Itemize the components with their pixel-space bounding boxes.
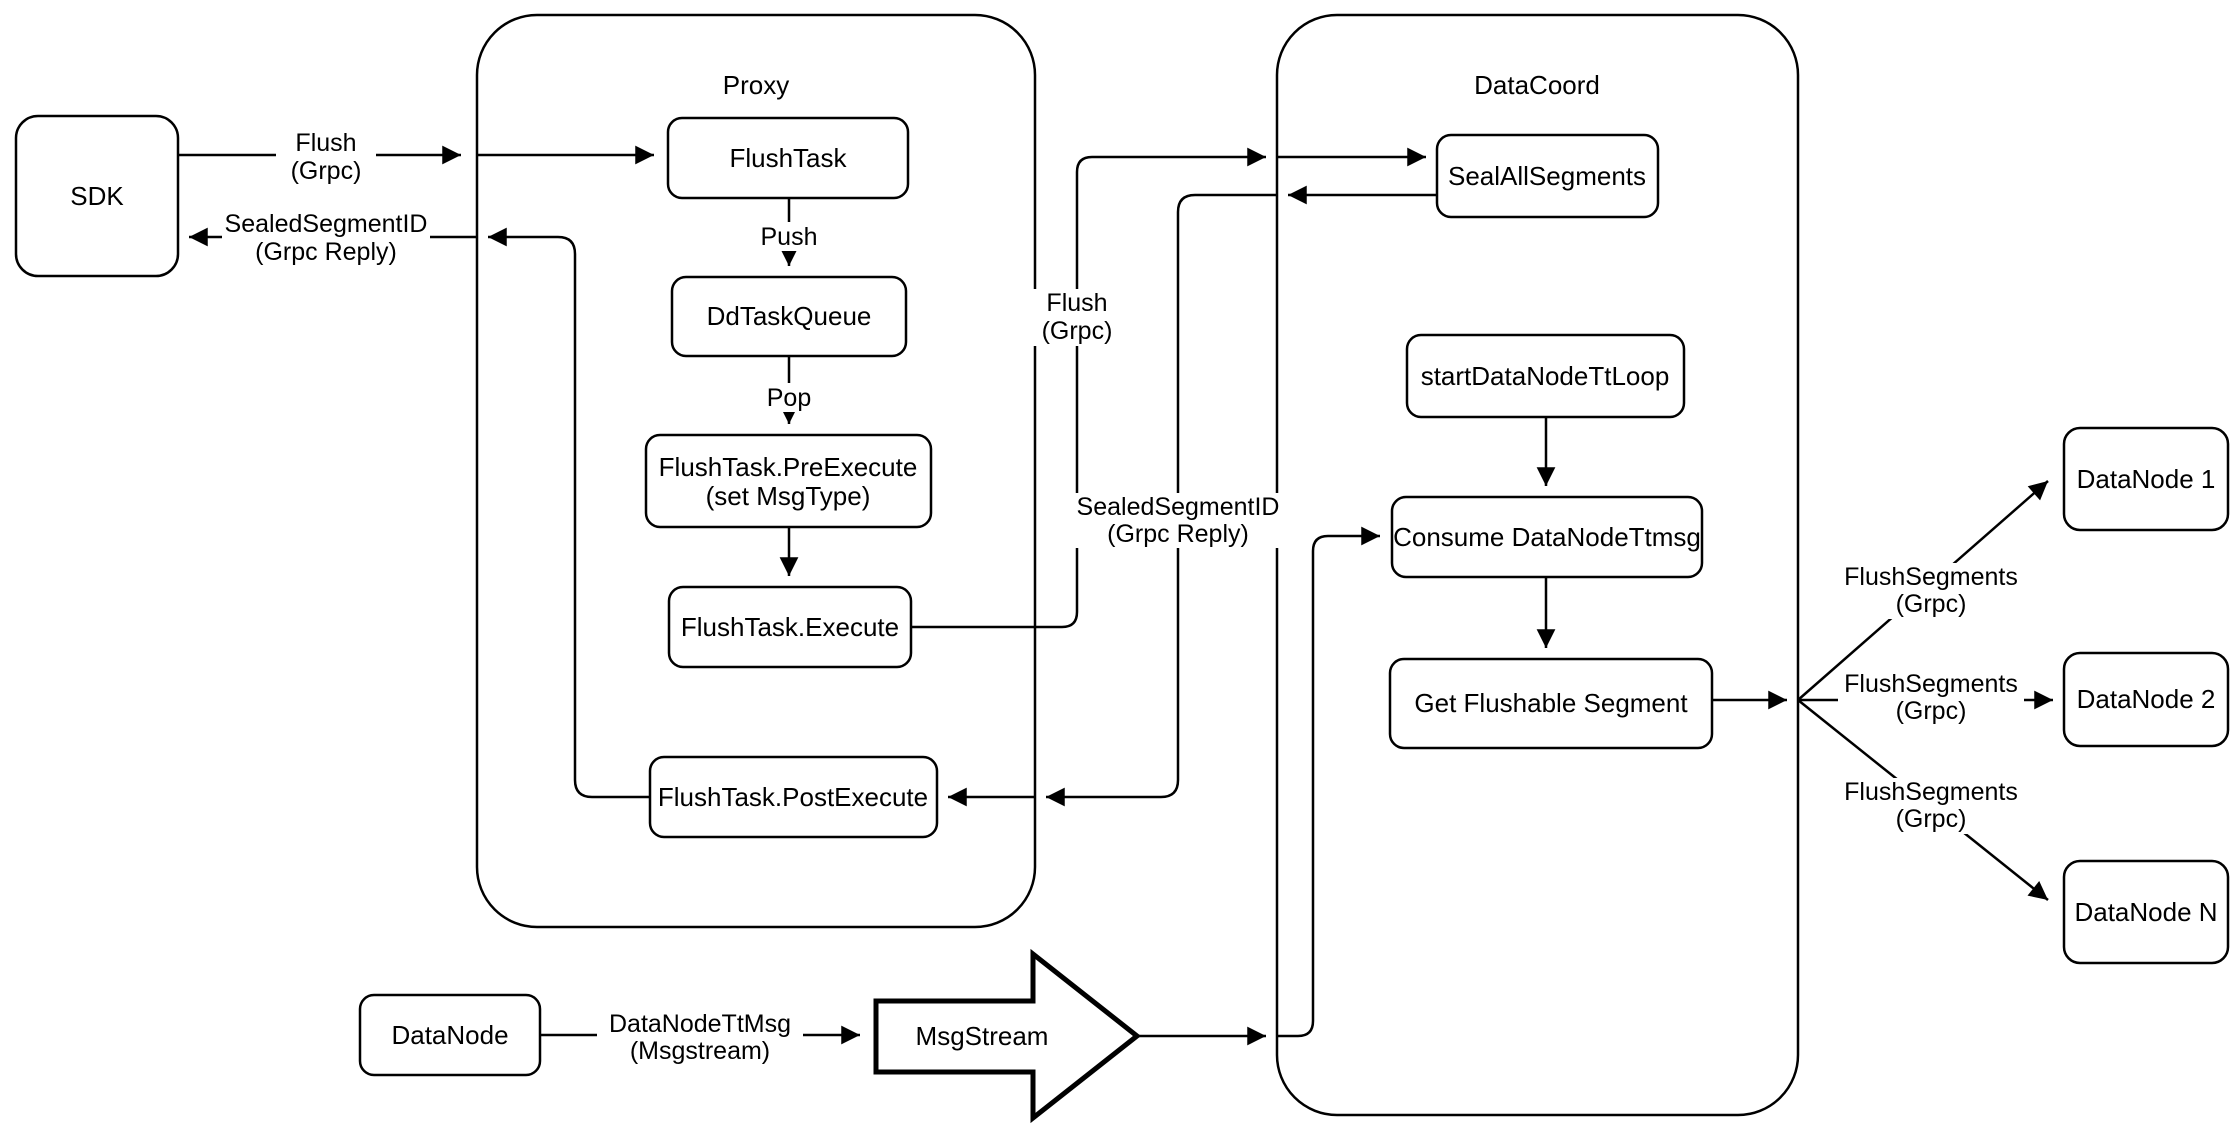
label-line: Push	[761, 223, 818, 251]
node-flushtask: FlushTask	[666, 116, 910, 200]
datanode1-box	[2062, 426, 2230, 532]
node-sealallsegments: SealAllSegments	[1435, 133, 1660, 219]
node-datanode-bottom: DataNode	[358, 993, 542, 1077]
edges	[178, 145, 2053, 1046]
label-bg	[222, 210, 430, 266]
datanoden-box	[2062, 859, 2230, 965]
preexecute-label-line1: FlushTask.PreExecute	[659, 452, 918, 482]
datanode-bottom-box	[358, 993, 542, 1077]
node-msgstream: MsgStream	[873, 948, 1142, 1124]
getflushablesegment-box	[1388, 657, 1714, 750]
node-datanode1: DataNode 1	[2062, 426, 2230, 532]
edge-label-sealed-datacoord-proxy: SealedSegmentID (Grpc Reply)	[1074, 493, 1282, 548]
startdatanodettloop-box	[1405, 333, 1686, 419]
edge-label-flushsegments-3: FlushSegments (Grpc)	[1838, 778, 2024, 834]
edge-label-datanodettmsg: DataNodeTtMsg (Msgstream)	[597, 1010, 803, 1066]
datanode2-label: DataNode 2	[2077, 684, 2216, 714]
startdatanodettloop-label: startDataNodeTtLoop	[1421, 361, 1670, 391]
proxy-container-border	[475, 13, 1037, 929]
edge-execute-to-datacoord	[911, 147, 1266, 629]
sealallsegments-box	[1435, 133, 1660, 219]
label-bg	[1838, 563, 2024, 619]
datanoden-label: DataNode N	[2074, 897, 2217, 927]
ddtaskqueue-box	[670, 275, 908, 358]
label-bg	[1074, 493, 1282, 548]
label-line: (Msgstream)	[630, 1037, 770, 1065]
execute-label: FlushTask.Execute	[681, 612, 899, 642]
label-line: Flush	[295, 129, 356, 157]
flushtask-label: FlushTask	[729, 143, 847, 173]
node-datanoden: DataNode N	[2062, 859, 2230, 965]
label-line: Pop	[767, 384, 811, 412]
datanode2-box	[2062, 651, 2230, 748]
edge-label-sealed-proxy-sdk: SealedSegmentID (Grpc Reply)	[222, 210, 430, 266]
flushtask-box	[666, 116, 910, 200]
node-consumedatanodettmsg: Consume DataNodeTtmsg	[1390, 495, 1704, 579]
edge-label-pop: Pop	[759, 383, 819, 412]
edge-label-flush-sdk-proxy: Flush (Grpc)	[276, 128, 376, 186]
datacoord-container: DataCoord	[1275, 13, 1800, 1117]
label-line: (Grpc)	[1896, 805, 1967, 833]
label-bg	[1027, 289, 1127, 346]
proxy-container-title: Proxy	[723, 70, 789, 100]
node-startdatanodettloop: startDataNodeTtLoop	[1405, 333, 1686, 419]
sdk-label: SDK	[70, 181, 124, 211]
label-line: (Grpc Reply)	[1107, 520, 1249, 548]
label-bg	[276, 128, 376, 186]
edge-label-flushsegments-2: FlushSegments (Grpc)	[1838, 670, 2024, 726]
label-line: SealedSegmentID	[1077, 493, 1280, 521]
edge-datacoord-edge-to-consume	[1278, 526, 1380, 1038]
getflushablesegment-label: Get Flushable Segment	[1414, 688, 1688, 718]
preexecute-label-line2: (set MsgType)	[706, 481, 871, 511]
node-getflushablesegment: Get Flushable Segment	[1388, 657, 1714, 750]
ddtaskqueue-label: DdTaskQueue	[707, 301, 872, 331]
consumedatanodettmsg-box	[1390, 495, 1704, 579]
edge-label-flushsegments-1: FlushSegments (Grpc)	[1838, 563, 2024, 619]
node-execute: FlushTask.Execute	[667, 585, 913, 669]
label-line: FlushSegments	[1844, 778, 2018, 806]
label-bg	[759, 383, 819, 412]
datanode1-label: DataNode 1	[2077, 464, 2216, 494]
label-line: (Grpc)	[1896, 697, 1967, 725]
label-bg	[752, 222, 826, 251]
msgstream-block-arrow-shape	[873, 948, 1142, 1124]
postexecute-label: FlushTask.PostExecute	[658, 782, 928, 812]
edge-label-flush-proxy-datacoord: Flush (Grpc)	[1027, 289, 1127, 346]
execute-box	[667, 585, 913, 669]
label-line: (Grpc)	[291, 157, 362, 185]
edge-label-push: Push	[752, 222, 826, 251]
label-bg	[597, 1010, 803, 1066]
edge-postexecute-to-proxy-edge	[488, 227, 650, 799]
label-line: FlushSegments	[1844, 563, 2018, 591]
label-line: (Grpc Reply)	[255, 238, 397, 266]
proxy-container: Proxy	[475, 13, 1037, 929]
label-line: Flush	[1046, 289, 1107, 317]
node-datanode2: DataNode 2	[2062, 651, 2230, 748]
datacoord-container-border	[1275, 13, 1800, 1117]
node-sdk: SDK	[14, 114, 180, 278]
label-bg	[1838, 670, 2024, 726]
sdk-box	[14, 114, 180, 278]
postexecute-box	[648, 755, 939, 839]
node-ddtaskqueue: DdTaskQueue	[670, 275, 908, 358]
datacoord-container-title: DataCoord	[1474, 70, 1600, 100]
label-line: SealedSegmentID	[225, 210, 428, 238]
preexecute-box	[644, 433, 933, 529]
msgstream-label: MsgStream	[916, 1021, 1049, 1051]
node-preexecute: FlushTask.PreExecute (set MsgType)	[644, 433, 933, 529]
label-line: (Grpc)	[1042, 317, 1113, 345]
label-line: (Grpc)	[1896, 590, 1967, 618]
node-postexecute: FlushTask.PostExecute	[648, 755, 939, 839]
consumedatanodettmsg-label: Consume DataNodeTtmsg	[1393, 522, 1701, 552]
label-bg	[1838, 778, 2024, 834]
datanode-bottom-label: DataNode	[391, 1020, 508, 1050]
sealallsegments-label: SealAllSegments	[1448, 161, 1646, 191]
label-line: DataNodeTtMsg	[609, 1010, 791, 1038]
label-line: FlushSegments	[1844, 670, 2018, 698]
